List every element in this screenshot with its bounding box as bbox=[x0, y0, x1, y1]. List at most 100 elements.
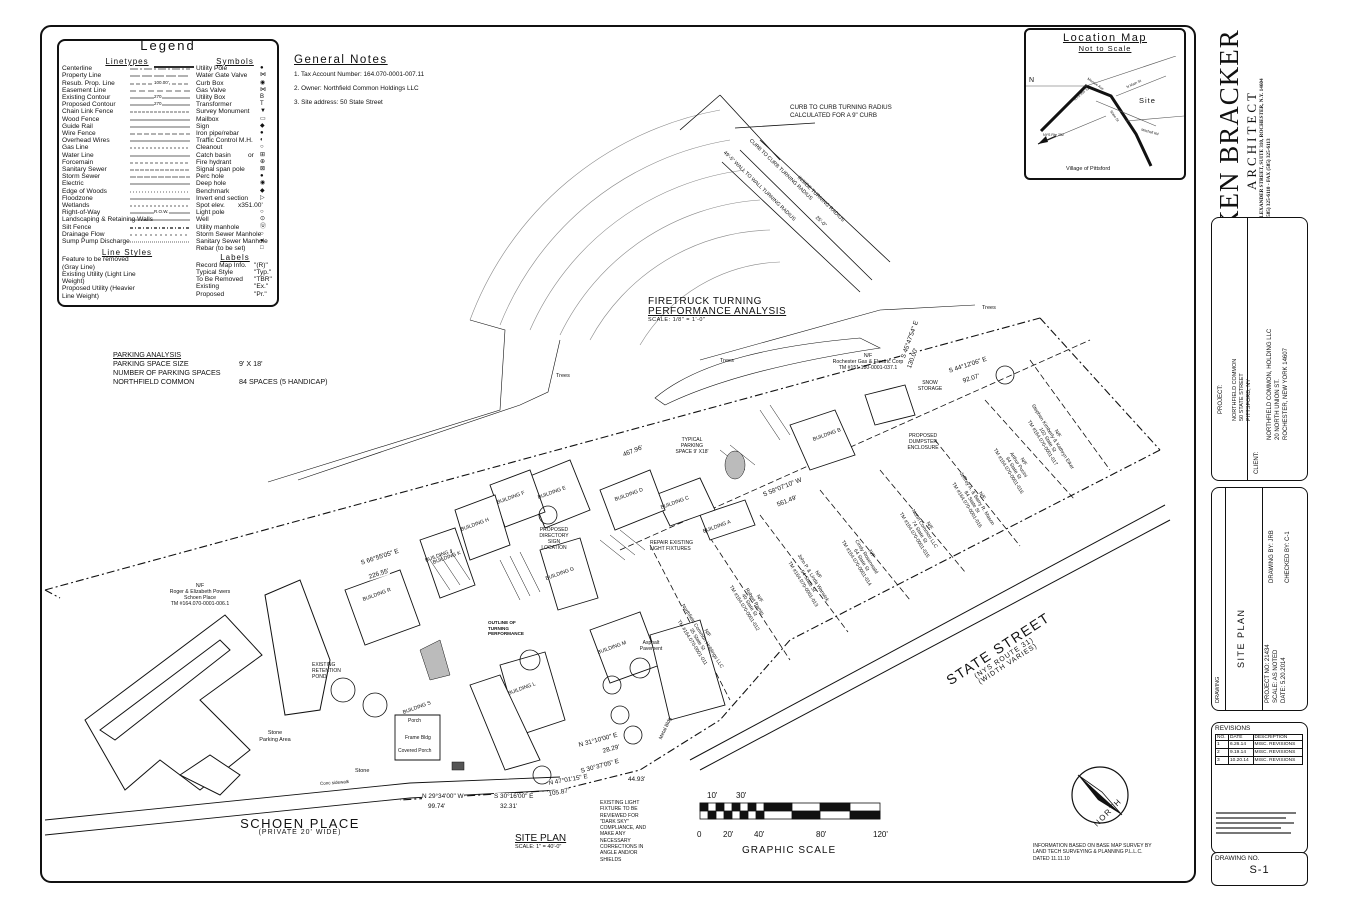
legend-title: Legend bbox=[140, 39, 196, 53]
revision-cell: 3 bbox=[1214, 756, 1230, 765]
linetype-mark: 270 bbox=[154, 93, 162, 101]
linetype-label: Landscaping & Retaining Walls bbox=[62, 216, 154, 224]
symbol-label: Deep hole bbox=[196, 180, 227, 188]
symbols-column: Symbols Utility Pole●Water Gate Valve⋈Cu… bbox=[196, 57, 274, 298]
owner-nf: N/F bbox=[863, 353, 873, 359]
project-label: PROJECT: bbox=[1218, 384, 1224, 414]
linetype-row: Forcemain bbox=[62, 159, 192, 166]
symbol-row: Cleanout○ bbox=[196, 144, 274, 151]
symbol-row: Traffic Control M.H.◐ bbox=[196, 137, 274, 144]
linetype-row: Drainage Flow bbox=[62, 231, 192, 238]
symbol-label: Well bbox=[196, 216, 209, 224]
scale-tick: 80' bbox=[816, 830, 827, 839]
note-item: 1. Tax Account Number: 164.070-0001-007.… bbox=[294, 71, 425, 78]
symbol-label: Utility Box bbox=[196, 94, 226, 102]
project-client-block: PROJECT: NORTHFIELD COMMON 50 STATE STRE… bbox=[1211, 217, 1308, 481]
legend-symbol-icon: ⊠ bbox=[260, 166, 266, 173]
linetype-sample bbox=[130, 112, 190, 113]
linetype-mark: 270 bbox=[154, 100, 162, 108]
firetruck-turning-arcs bbox=[469, 109, 781, 346]
label-row: Record Map Info."(R)" bbox=[196, 262, 274, 269]
revision-cell: MISC. REVISIONS bbox=[1252, 748, 1304, 757]
scale-label: SCALE: bbox=[1273, 681, 1279, 703]
architect-phone: TEL (585) 325-6110 - FAX (585) 325-6113 bbox=[1266, 138, 1272, 230]
parking-value: 84 SPACES (5 HANDICAP) bbox=[239, 377, 328, 386]
drawn-by: DRAWING BY: JRB bbox=[1269, 530, 1275, 583]
repair-fixtures-note: REPAIR EXISTING LIGHT FIXTURES bbox=[650, 540, 693, 552]
revision-cell: 10.20.14 bbox=[1228, 756, 1254, 765]
turning-radius-lines bbox=[679, 94, 891, 293]
firetruck-title-line2: PERFORMANCE ANALYSIS bbox=[648, 306, 787, 317]
symbol-label: Transformer bbox=[196, 101, 232, 109]
trees-label: Trees bbox=[556, 373, 570, 379]
linetype-sample bbox=[130, 220, 190, 221]
symbol-row: Perc hole● bbox=[196, 173, 274, 180]
symbol-label: Sign bbox=[196, 122, 210, 130]
bearing-label: S 30°16'00" E bbox=[494, 793, 534, 800]
linetype-sample bbox=[130, 169, 190, 171]
linetype-sample bbox=[130, 155, 190, 156]
linetype-label: Overhead Wires bbox=[62, 137, 110, 145]
trees-outline bbox=[267, 304, 976, 483]
revision-cell: 9.19.14 bbox=[1228, 748, 1254, 757]
schoen-place-road bbox=[44, 776, 561, 836]
linetype-row: Electric bbox=[62, 180, 192, 187]
symbol-label: Gas Valve bbox=[196, 86, 226, 94]
village-label: Village of Pittsford bbox=[1066, 166, 1111, 172]
owner-name: Roger & Elizabeth Powers bbox=[169, 589, 231, 595]
client-name: NORTHFIELD COMMON, HOLDING LLC bbox=[1267, 328, 1273, 440]
symbol-row: Utility manhole Ⓤ bbox=[196, 224, 274, 231]
legend-symbol-icon: Ⓤ bbox=[260, 223, 267, 230]
snow-storage-note: SNOW STORAGE bbox=[917, 380, 943, 392]
label-row: To Be Removed"TBR" bbox=[196, 276, 274, 283]
linetypes-heading: Linetypes bbox=[105, 57, 149, 66]
note-item: 2. Owner: Northfield Common Holdings LLC bbox=[294, 85, 419, 92]
linetype-label: Storm Sewer bbox=[62, 173, 101, 181]
trees-label: Trees bbox=[982, 305, 996, 311]
linetype-label: Centerline bbox=[62, 65, 93, 73]
legend-symbol-icon: ○ bbox=[260, 144, 264, 151]
symbol-row: Storm Sewer Manhole○ bbox=[196, 231, 274, 238]
parking-value: 9' X 18' bbox=[239, 359, 263, 368]
line-style-item: Existing Utility (Light Line Weight) bbox=[62, 270, 136, 286]
linetype-label: Water Line bbox=[62, 151, 94, 159]
linetype-sample bbox=[130, 119, 190, 120]
architect-role: ARCHITECT bbox=[1244, 90, 1259, 190]
linetype-row: Chain Link Fence bbox=[62, 108, 192, 115]
symbols-heading: Symbols bbox=[216, 57, 254, 66]
symbol-mark: x351.00' bbox=[238, 202, 263, 210]
architect-block: KEN BRACKER ARCHITECT 311 ALEXANDER STRE… bbox=[1214, 29, 1273, 230]
project-address: 50 STATE STREET bbox=[1239, 373, 1245, 421]
typical-parking-note: TYPICAL PARKING SPACE 9' X18' bbox=[675, 437, 709, 455]
linetype-row: Landscaping & Retaining Walls bbox=[62, 216, 192, 223]
owner-tm: TM #151.180-0001-037.1 bbox=[838, 365, 898, 371]
linetype-mark: 100.00' bbox=[154, 78, 169, 86]
label-value: "Typ." bbox=[254, 268, 272, 276]
linetype-label: Wetlands bbox=[62, 202, 90, 210]
symbol-label: Utility manhole bbox=[196, 223, 240, 231]
linetype-row: Overhead Wires bbox=[62, 137, 192, 144]
label-row: Proposed"Pr." bbox=[196, 291, 274, 298]
legend-symbol-icon: □ bbox=[260, 245, 264, 252]
legend-symbol-icon: ◆ bbox=[260, 187, 265, 194]
linetype-row: Sump Pump Discharge bbox=[62, 238, 192, 245]
symbol-row: Curb Box◉ bbox=[196, 80, 274, 87]
linetype-label: Existing Contour bbox=[62, 94, 111, 102]
client-label: CLIENT: bbox=[1254, 451, 1260, 474]
linetype-row: Easement Line bbox=[62, 87, 192, 94]
legend-symbol-icon: ◆ bbox=[260, 122, 265, 129]
legend-symbol-icon: ⊞ bbox=[260, 151, 266, 158]
legend-symbol-icon: ● bbox=[260, 238, 264, 245]
symbol-row: Survey Monument▼ bbox=[196, 108, 274, 115]
client-street: 20 NORTH UNION ST. bbox=[1275, 379, 1281, 440]
symbol-row: Deep hole◉ bbox=[196, 180, 274, 187]
checked-by: CHECKED BY: C-1 bbox=[1285, 531, 1291, 583]
symbol-label: Spot elev. bbox=[196, 202, 225, 210]
symbol-label: Mailbox bbox=[196, 115, 219, 123]
line-style-item: Proposed Utility (Heavier Line Weight) bbox=[62, 285, 135, 300]
